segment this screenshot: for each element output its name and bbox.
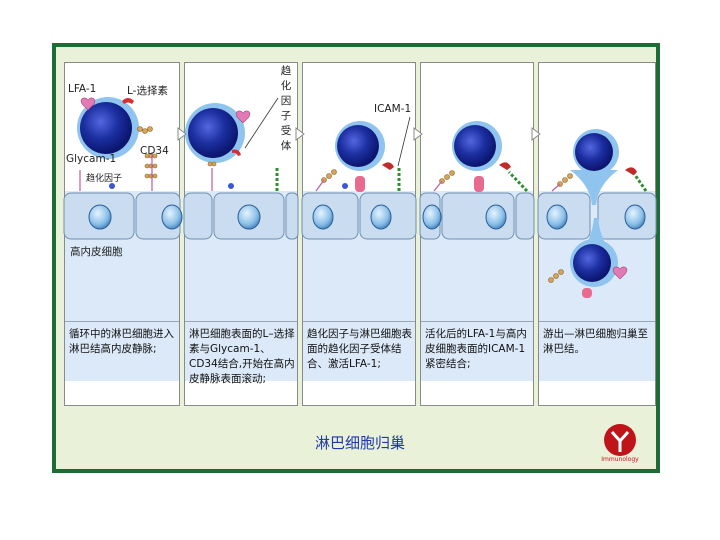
label-cd34: CD34 <box>140 145 169 157</box>
label-lfa1: LFA-1 <box>68 83 96 95</box>
step-caption-5: 游出—淋巴细胞归巢至淋巴结。 <box>543 327 653 357</box>
label-chemokine-receptor: 趋 化 因 子 受 体 <box>280 64 292 154</box>
step-caption-3: 趋化因子与淋巴细胞表面的趋化因子受体结合、激活LFA-1; <box>307 327 413 372</box>
step-caption-1: 循环中的淋巴细胞进入淋巴结高内皮静脉; <box>69 327 177 357</box>
label-l-selectin: L-选择素 <box>127 83 168 98</box>
step-caption-2: 淋巴细胞表面的L–选择素与Glycam-1、CD34结合,开始在高内皮静脉表面滚… <box>189 327 295 387</box>
panel-divider <box>65 321 179 322</box>
label-glycam1: Glycam-1 <box>66 153 116 165</box>
panel-divider <box>539 321 655 322</box>
label-chemokine: 趋化因子 <box>86 171 122 184</box>
vertical-char: 子 <box>280 109 292 124</box>
step-caption-4: 活化后的LFA-1与高内皮细胞表面的ICAM-1紧密结合; <box>425 327 531 372</box>
vertical-char: 受 <box>280 124 292 139</box>
vertical-char: 因 <box>280 94 292 109</box>
vertical-char: 体 <box>280 139 292 154</box>
vertical-char: 化 <box>280 79 292 94</box>
panel-divider <box>303 321 415 322</box>
panel-step-4: 活化后的LFA-1与高内皮细胞表面的ICAM-1紧密结合; <box>420 62 534 406</box>
panel-divider <box>185 321 297 322</box>
panel-step-1: 循环中的淋巴细胞进入淋巴结高内皮静脉; <box>64 62 180 406</box>
panel-divider <box>421 321 533 322</box>
logo-text: Immunology <box>596 456 644 463</box>
label-hev: 高内皮细胞 <box>70 244 123 259</box>
label-icam1: ICAM-1 <box>374 103 411 115</box>
panel-step-5: 游出—淋巴细胞归巢至淋巴结。 <box>538 62 656 406</box>
vertical-char: 趋 <box>280 64 292 79</box>
